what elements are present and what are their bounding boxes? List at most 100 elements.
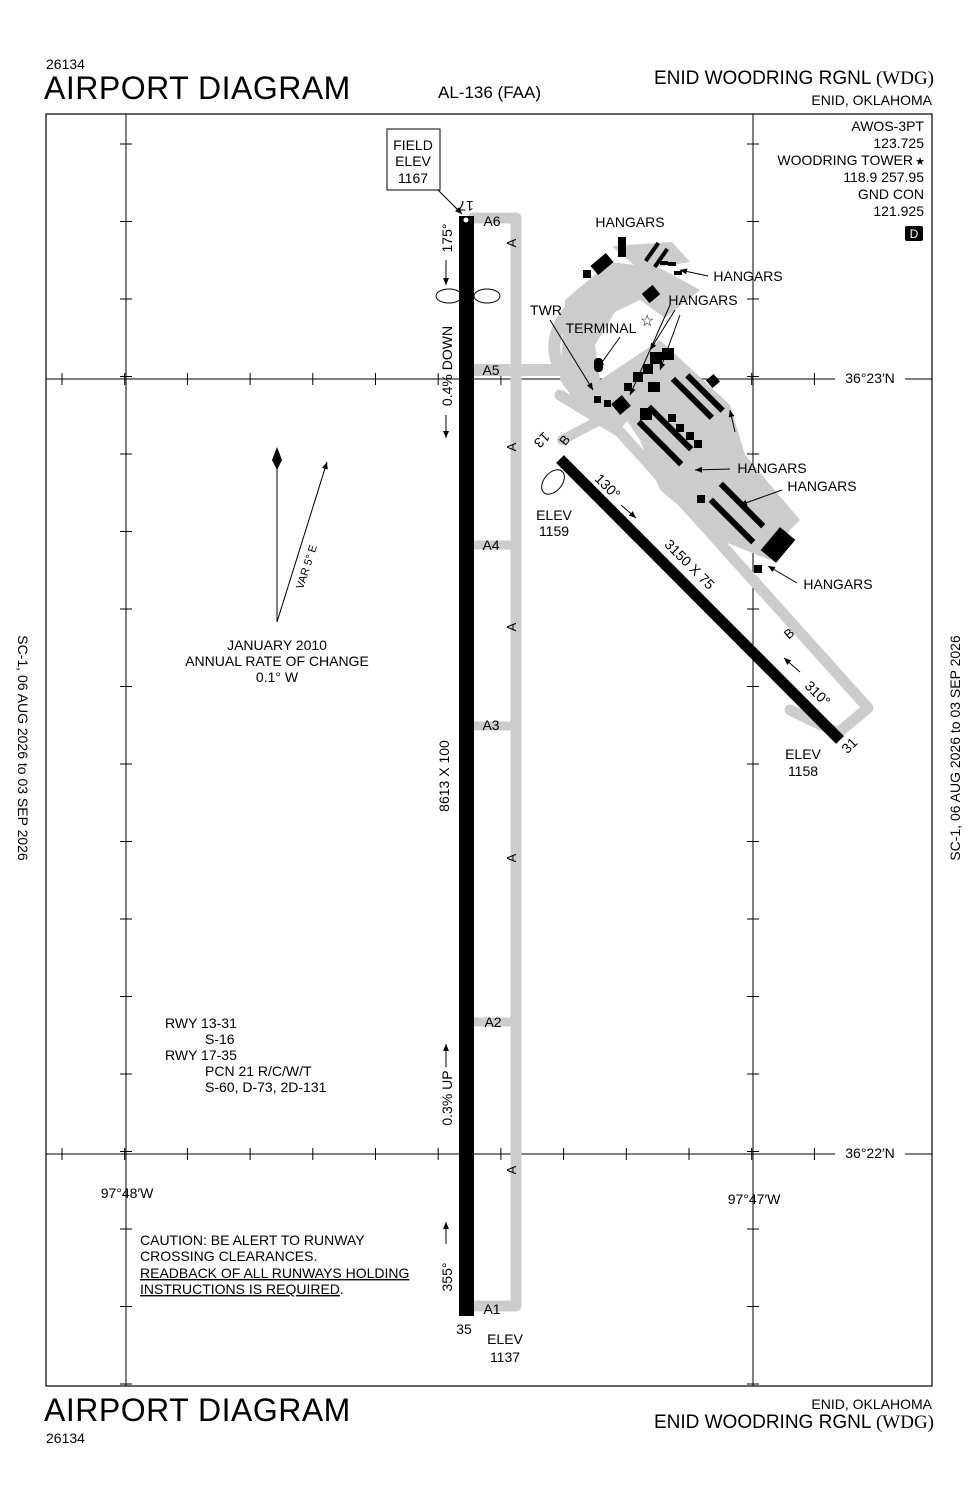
field-elev-label: FIELD [393,137,433,153]
runway-13-end-label: 13 [531,429,553,451]
longitude-east-label: 97°47′W [728,1191,781,1207]
footer-airport-name-block: ENID WOODRING RGNL (WDG) [654,1412,934,1434]
elev-label: ELEV [785,746,821,762]
var-label: VAR 5° E [294,543,320,590]
building [594,396,601,403]
hangar-building [644,241,660,263]
runway-info-line: RWY 17-35 [165,1047,237,1063]
chart-title: AIRPORT DIAGRAM [44,70,351,106]
hangar-row [636,419,684,467]
runway-info-line: S-16 [205,1031,235,1047]
star-icon: ★ [915,156,925,168]
hangar-building [653,247,669,269]
papi-icon [435,288,463,304]
magnetic-variation-graphic [272,447,328,623]
runway-35-elevation: 1137 [490,1349,520,1365]
runway-17-35 [459,216,474,1316]
taxiway-a1-label: A1 [483,1301,500,1317]
runway-35-end-label: 35 [456,1321,472,1337]
building [697,495,705,503]
hangar-building [660,261,668,265]
footer-airport-code: (WDG) [875,1412,934,1433]
taxiway-a-label: A [504,442,519,451]
taxiway-a5-label: A5 [482,362,499,378]
building [643,364,653,374]
ground-frequency: 121.925 [873,203,924,219]
magvar-rate-label: ANNUAL RATE OF CHANGE [185,653,369,669]
hangar-building [641,284,661,304]
taxiway-a [467,212,522,1312]
taxiway-a-label: A [504,853,519,862]
elev-label: ELEV [487,1331,523,1347]
runway-13-31 [556,455,844,744]
tower-label: WOODRING TOWER [777,152,913,168]
caution-line: READBACK OF ALL RUNWAYS HOLDING [140,1265,409,1281]
building [650,352,662,364]
building [648,382,660,392]
footer-city-state: ENID, OKLAHOMA [811,1396,932,1412]
footer-procedure-number: 26134 [46,1430,85,1446]
runway-13-elevation: 1159 [539,523,569,539]
hangars-label: HANGARS [803,576,872,592]
runway-info-line: S-60, D-73, 2D-131 [205,1079,327,1095]
building [624,383,632,391]
tower-building [594,358,603,372]
elev-label: ELEV [536,507,572,523]
hangar-building [668,262,676,266]
hangars-label: HANGARS [787,478,856,494]
runway-17-end-label: 17 [458,198,474,214]
hangar-row [685,373,725,413]
hangar-building [674,271,682,275]
tower-star-icon: ☆ [640,313,654,330]
building [694,440,702,448]
airport-name: ENID WOODRING RGNL [653,68,871,89]
airport-name-header: ENID WOODRING RGNL (WDG) [654,68,934,90]
building [705,373,721,389]
field-elev-value: 1167 [398,170,428,186]
field-elev-point [462,216,470,224]
latitude-north-label: 36°23′N [845,370,894,386]
building [754,565,762,573]
awos-label: AWOS-3PT [851,118,924,134]
footer-chart-title: AIRPORT DIAGRAM [44,1392,351,1428]
chart-frame [45,113,933,1387]
city-state: ENID, OKLAHOMA [811,92,932,108]
papi-icon [473,288,501,304]
true-north-icon [272,447,282,470]
caution-line: INSTRUCTIONS IS REQUIRED. [140,1281,344,1297]
building [676,424,684,432]
twr-label: TWR [530,302,562,318]
runway-info-line: RWY 13-31 [165,1015,237,1031]
hangar-row [646,404,694,452]
hangar-building [760,527,796,563]
caution-line: CAUTION: BE ALERT TO RUNWAY [140,1232,365,1248]
awos-frequency: 123.725 [873,135,924,151]
north-apron [560,262,700,430]
hangar-building [590,252,614,276]
hangar-row [670,376,714,420]
hangars-label: HANGARS [595,214,664,230]
field-elev-box [386,128,441,191]
taxiway-a4-label: A4 [482,537,499,553]
runway-31-elevation: 1158 [788,763,818,779]
hangar-building [583,270,591,278]
runway-slope-down: 0.4% DOWN [439,326,455,406]
longitude-west-label: 97°48′W [101,1185,154,1201]
terminal-label: TERMINAL [566,320,637,336]
terminal-building [611,395,631,415]
runway-17-heading: 175° [439,224,455,253]
building [604,400,611,407]
runway-info-line: PCN 21 R/C/W/T [205,1063,312,1079]
chart-id: AL-136 (FAA) [438,83,541,102]
runway-35-heading: 355° [439,1263,455,1292]
hangar-building [618,237,626,257]
taxiway-a-label: A [504,1165,519,1174]
magvar-date: JANUARY 2010 [227,637,327,653]
beacon-symbols [435,288,565,495]
graticule-ticks [61,143,815,1385]
field-elev-label: ELEV [395,153,431,169]
magvar-rate: 0.1° W [256,669,299,685]
hangar-row [708,497,756,545]
taxiway-a6-label: A6 [483,213,500,229]
